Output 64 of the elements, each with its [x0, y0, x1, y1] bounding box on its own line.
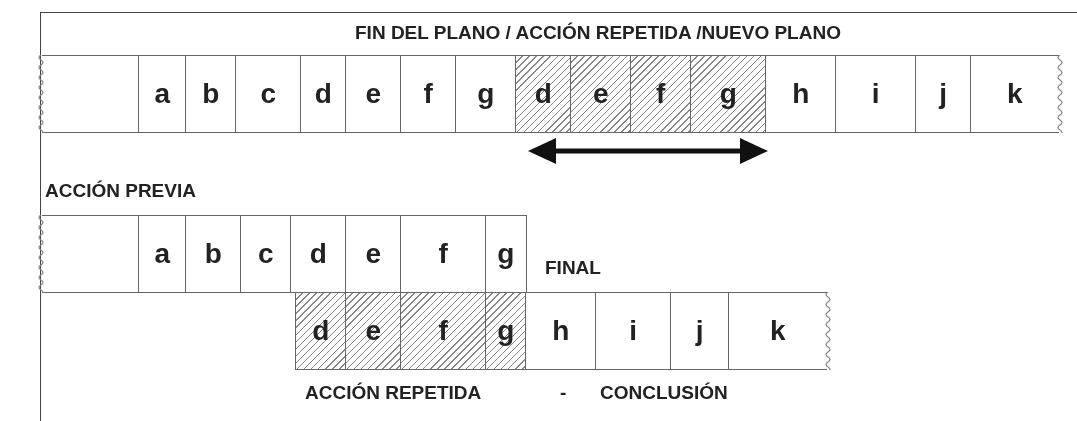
film-frame: [138, 55, 187, 133]
film-frame: [240, 215, 292, 293]
film-frame: [235, 55, 302, 133]
film-frame: [455, 55, 517, 133]
frame-letter: e: [365, 315, 382, 347]
frame-letter: e: [592, 78, 609, 110]
frame-letter: g: [497, 315, 515, 347]
hatched-film-frame: [400, 292, 487, 370]
frame-letter: f: [423, 78, 433, 110]
frame-letter: g: [497, 238, 515, 270]
film-frame: [300, 55, 347, 133]
frame-letter: e: [365, 238, 382, 270]
film-frame: [915, 55, 972, 133]
film-frame: [525, 292, 597, 370]
frame-letter: c: [260, 78, 277, 110]
film-frame: [595, 292, 672, 370]
frame-letter: j: [939, 78, 948, 110]
frame-letter: h: [792, 78, 810, 110]
caption-label: FIN DEL PLANO / ACCIÓN REPETIDA /NUEVO PLANO: [355, 22, 841, 44]
caption-label: FINAL: [545, 257, 601, 279]
frame-letter: k: [1006, 78, 1023, 110]
frame-letter: d: [312, 315, 330, 347]
hatched-film-frame: [485, 292, 527, 370]
frame-letter: d: [314, 78, 332, 110]
film-frame: [345, 215, 402, 293]
film-frame: [185, 215, 242, 293]
film-frame: [400, 55, 457, 133]
caption-label: ACCIÓN PREVIA: [45, 180, 196, 202]
frame-letter: i: [871, 78, 880, 110]
film-frame: [400, 215, 487, 293]
hatched-film-frame: [690, 55, 767, 133]
hatched-film-frame: [630, 55, 692, 133]
frame-letter: e: [365, 78, 382, 110]
hatched-film-frame: [295, 292, 347, 370]
film-frame: [670, 292, 730, 370]
caption-label: CONCLUSIÓN: [600, 382, 728, 404]
frame-letter: f: [438, 315, 448, 347]
film-frame: [290, 215, 347, 293]
hatched-film-frame: [345, 292, 402, 370]
frame-letter: k: [769, 315, 786, 347]
film-frame: [185, 55, 237, 133]
frame-letter: h: [552, 315, 570, 347]
frame-letter: a: [154, 238, 171, 270]
frame-letter: f: [656, 78, 666, 110]
frame-letter: d: [309, 238, 327, 270]
hatched-film-frame: [515, 55, 572, 133]
frame-letter: d: [534, 78, 552, 110]
film-frame: [345, 55, 402, 133]
film-frame: [138, 215, 187, 293]
film-frame: [485, 215, 527, 293]
hatched-film-frame: [570, 55, 632, 133]
frame-letter: i: [629, 315, 638, 347]
frame-letter: g: [477, 78, 495, 110]
separator-dash: -: [560, 382, 567, 404]
frame-letter: c: [257, 238, 274, 270]
caption-label: ACCIÓN REPETIDA: [305, 382, 482, 404]
frame-letter: b: [204, 238, 222, 270]
frame-letter: a: [154, 78, 171, 110]
frame-letter: f: [438, 238, 448, 270]
frame-letter: j: [695, 315, 704, 347]
frame-letter: g: [719, 78, 737, 110]
frame-letter: b: [202, 78, 220, 110]
film-frame: [835, 55, 917, 133]
film-frame: [765, 55, 837, 133]
